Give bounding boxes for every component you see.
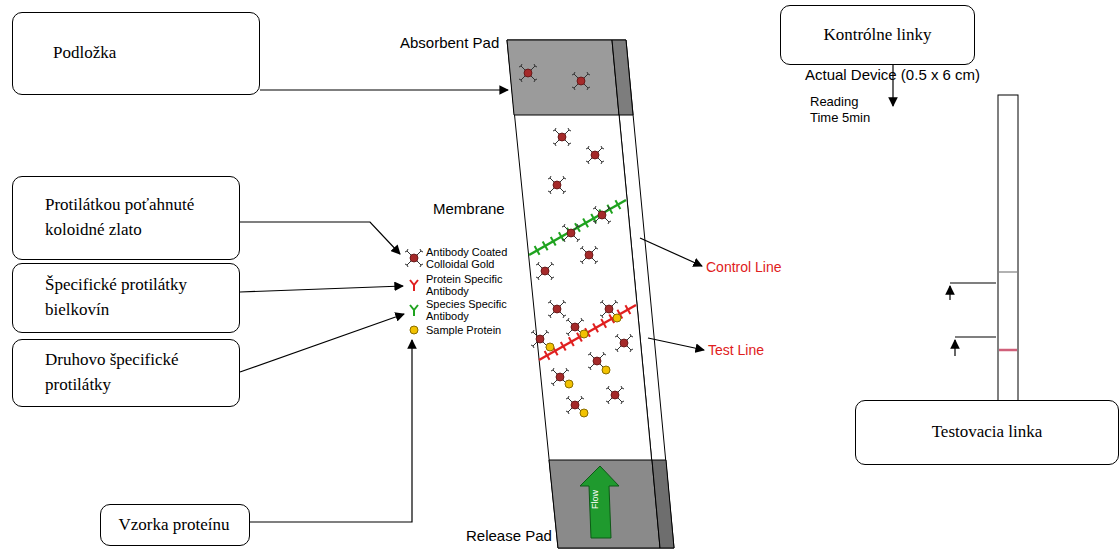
control-line [529, 200, 626, 255]
antibody-tick [625, 305, 630, 314]
legend-species-antibody [410, 305, 418, 316]
callout-text: Testovacia linka [866, 420, 1108, 445]
leader-arrows [240, 65, 893, 522]
callout-box: Podložka [12, 12, 260, 95]
membrane [507, 40, 660, 548]
callout-text: Podložka [53, 41, 249, 66]
antibody-tick [569, 337, 574, 346]
antibody-tick [601, 319, 606, 328]
test-line [539, 305, 636, 360]
part-label: Release Pad [466, 527, 552, 545]
sample-proteins [546, 314, 621, 417]
callout-text: Protilátkou poťahnuté koloidné zlato [45, 193, 229, 242]
antibody-tick [545, 351, 550, 360]
legend-text: Species Specific Antibody [426, 298, 526, 322]
antibody-tick [583, 219, 588, 228]
reading-time: Reading Time 5min [810, 94, 888, 125]
legend-gold [405, 249, 423, 267]
line-label: Test Line [708, 342, 764, 359]
legend-text: Sample Protein [426, 324, 526, 336]
device-pointers [950, 283, 996, 356]
callout-text: Vzorka proteínu [109, 513, 239, 538]
part-label: Absorbent Pad [400, 34, 499, 52]
legend-sample-protein [410, 326, 418, 334]
callout-box: Vzorka proteínu [100, 504, 250, 546]
antibody-tick [593, 324, 598, 333]
flow-label: Flow [590, 490, 601, 509]
antibody-tick [543, 241, 548, 250]
device-test-mark [999, 349, 1017, 352]
device-control-mark [999, 271, 1017, 273]
absorbent-pad-side [612, 40, 633, 115]
line-label: Control Line [706, 259, 782, 276]
legend-text: Protein Specific Antibody [426, 273, 526, 297]
flow-arrow [580, 466, 619, 538]
antibody-tick [615, 200, 620, 209]
callout-box: Testovacia linka [855, 400, 1119, 465]
control-antibodies [535, 200, 621, 255]
gold-particles [519, 64, 633, 414]
callout-box: Druhovo špecifické protilátky [12, 339, 240, 407]
callout-text: Druhovo špecifické protilátky [45, 348, 229, 397]
legend-text: Antibody Coated Colloidal Gold [426, 246, 526, 270]
antibody-tick [561, 342, 566, 351]
callout-text: Špecifické protilátky bielkovín [45, 273, 229, 322]
legend-protein-antibody [410, 280, 418, 291]
callout-box: Protilátkou poťahnuté koloidné zlato [12, 176, 240, 260]
callout-box: Špecifické protilátky bielkovín [12, 263, 240, 333]
release-pad-side [652, 460, 674, 548]
antibody-tick [551, 237, 556, 246]
release-pad [549, 460, 660, 548]
callout-box: Kontrólne linky [780, 5, 975, 65]
part-label: Membrane [433, 200, 505, 218]
callout-text: Kontrólne linky [791, 23, 964, 48]
absorbent-pad [507, 40, 619, 115]
actual-device [998, 95, 1018, 425]
device-label: Actual Device (0.5 x 6 cm) [805, 66, 980, 84]
antibody-tick [535, 246, 540, 255]
